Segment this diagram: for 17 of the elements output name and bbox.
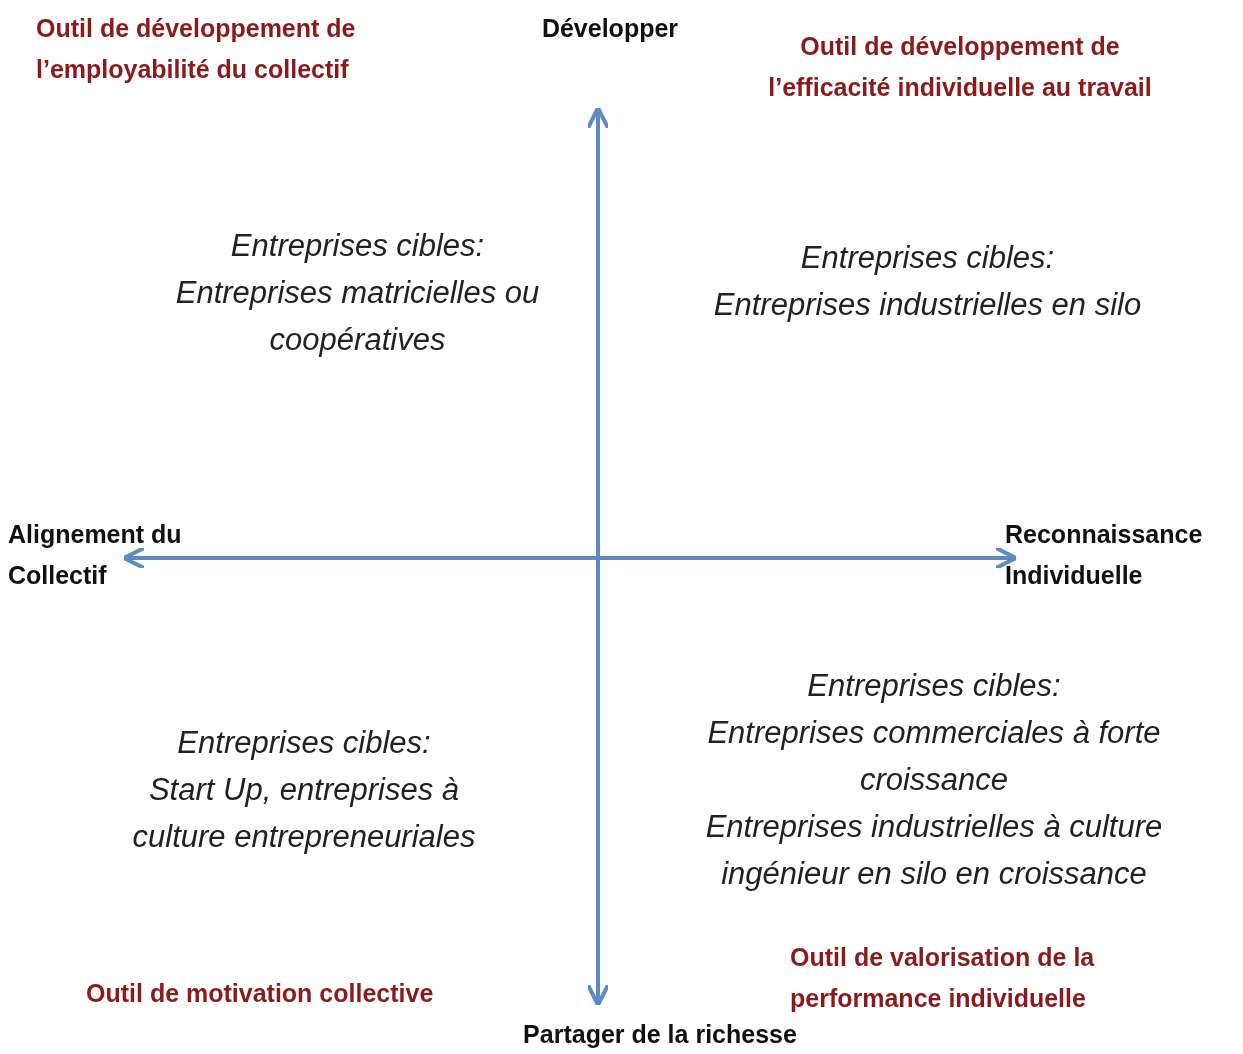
target-description: Entreprises industrielles à culture ingénieur en silo en croissance bbox=[704, 808, 1164, 893]
target-description: Entreprises industrielles en silo bbox=[712, 286, 1143, 324]
axis-label: Reconnaissance Individuelle bbox=[1005, 519, 1204, 591]
target-description: Entreprises matricielles ou coopératives bbox=[174, 274, 541, 359]
axis-label: Alignement du Collectif bbox=[8, 519, 183, 591]
target-description: Start Up, entreprises à culture entrepreneuriales bbox=[131, 771, 477, 856]
quadrant-heading: Entreprises cibles: bbox=[229, 227, 486, 265]
quadrant-heading: Entreprises cibles: bbox=[799, 239, 1056, 277]
tool-heading: Outil de développement de l’efficacité individuelle au travail bbox=[767, 31, 1153, 103]
target-description: Entreprises commerciales à forte croissance bbox=[706, 714, 1162, 799]
quadrant-heading: Entreprises cibles: bbox=[176, 724, 432, 762]
tool-heading: Outil de motivation collective bbox=[86, 978, 435, 1009]
axis-label: Partager de la richesse bbox=[522, 1019, 798, 1050]
quadrant-heading: Entreprises cibles: bbox=[806, 667, 1062, 705]
tool-heading: Outil de développement de l’employabilité du collectif bbox=[36, 13, 357, 85]
tool-heading: Outil de valorisation de la performance individuelle bbox=[790, 942, 1096, 1014]
axis-label: Développer bbox=[540, 13, 680, 44]
